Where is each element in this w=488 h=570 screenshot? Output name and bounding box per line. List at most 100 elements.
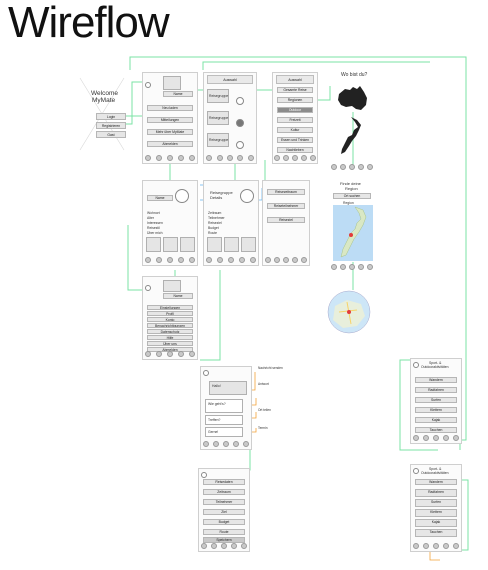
sport-item[interactable]: Kajak — [415, 417, 457, 423]
back-icon[interactable] — [145, 285, 151, 291]
sport2-item[interactable]: Wandern — [415, 479, 457, 485]
guest-button[interactable]: Gast — [96, 131, 126, 138]
sport2-title-line2: Outdooraktivitäten — [421, 471, 449, 475]
chat-bubble: Gerne! — [205, 427, 243, 437]
photo-placeholder — [207, 237, 222, 252]
back-icon[interactable] — [145, 82, 151, 88]
sport2-item[interactable]: Kajak — [415, 519, 457, 527]
profile-line: Über mich — [147, 231, 163, 235]
home-screen: Name Neu laden Mitteilungen Mehr über My… — [142, 72, 198, 164]
form-field[interactable]: Reisezeitraum — [267, 189, 305, 195]
category-item[interactable]: Regionen — [277, 97, 313, 103]
chat-note: Ort teilen — [258, 408, 271, 412]
form-item[interactable]: Ziel — [203, 509, 245, 515]
home-item[interactable]: Mehr über MyMate — [147, 129, 193, 135]
sport-item[interactable]: Surfen — [415, 397, 457, 403]
avatar — [236, 141, 244, 149]
login-button[interactable]: Login — [96, 113, 126, 120]
form-item[interactable]: Teilnehmer — [203, 499, 245, 505]
chat-screen: Hallo! Wie geht's? Treffen? Gerne! — [200, 366, 252, 450]
region-title-line2: Region — [345, 186, 358, 191]
chat-bubble: Hallo! — [209, 381, 247, 395]
settings-item[interactable]: Konto — [147, 317, 193, 322]
settings-item[interactable]: Datenschutz — [147, 329, 193, 334]
mail-icon[interactable] — [163, 280, 181, 292]
form-item[interactable]: Zeitraum — [203, 489, 245, 495]
sport2-item[interactable]: Tauchen — [415, 529, 457, 537]
group-card[interactable]: Reisegruppe — [207, 89, 229, 103]
sport2-title-line1: Sport- & — [429, 467, 442, 471]
round-map — [327, 290, 371, 334]
settings-item[interactable]: Über uns — [147, 341, 193, 346]
settings-item[interactable]: Einstellungen — [147, 305, 193, 310]
category-item[interactable]: Gesamte Reise — [277, 87, 313, 93]
sport-item[interactable]: Wandern — [415, 377, 457, 383]
back-icon[interactable] — [413, 468, 419, 474]
tab-bar — [330, 162, 374, 172]
group-form-screen: Reisezeitraum Reiseteilnehmer Reiseziel — [262, 180, 310, 266]
profile-line: Alter — [147, 216, 154, 220]
home-item[interactable]: Abmelden — [147, 141, 193, 147]
form-field[interactable]: Reiseteilnehmer — [267, 203, 305, 209]
save-button[interactable]: Speichern — [203, 537, 245, 543]
home-item[interactable]: Mitteilungen — [147, 117, 193, 123]
form-item[interactable]: Reisedaten — [203, 479, 245, 485]
mail-icon[interactable] — [163, 76, 181, 90]
region-label: Region — [343, 201, 354, 205]
category-item[interactable]: Kultur — [277, 127, 313, 133]
avatar — [236, 119, 244, 127]
auswahl-screen: Auswahl Reisegruppe Reisegruppe Reisegru… — [203, 72, 257, 164]
avatar — [236, 97, 244, 105]
map-title: Wo bist du? — [341, 72, 368, 78]
sport-item[interactable]: Radfahren — [415, 387, 457, 393]
home-header: Name — [163, 91, 193, 97]
settings-item[interactable]: Hilfe — [147, 335, 193, 340]
tab-bar — [330, 262, 374, 272]
sport-item[interactable]: Tauchen — [415, 427, 457, 433]
group-line: Zeitraum — [208, 211, 222, 215]
chat-note: Antwort — [258, 382, 269, 386]
category-item[interactable]: Freizeit — [277, 117, 313, 123]
category-item[interactable]: Essen und Trinken — [277, 137, 313, 143]
tab-bar — [263, 255, 309, 265]
settings-item[interactable]: Profil — [147, 311, 193, 316]
sport-screen: Sport- & Outdooraktivitäten Wandern Radf… — [410, 358, 462, 444]
group-card[interactable]: Reisegruppe — [207, 133, 229, 147]
register-button[interactable]: Registrieren — [96, 122, 126, 129]
tab-bar — [143, 153, 197, 163]
profile-line: Interessen — [147, 221, 163, 225]
sport-item[interactable]: Klettern — [415, 407, 457, 413]
profile-header: Name — [147, 195, 173, 201]
sport2-item[interactable]: Radfahren — [415, 489, 457, 497]
category-item[interactable]: Outdoor — [277, 107, 313, 113]
form-screen: Reisedaten Zeitraum Teilnehmer Ziel Budg… — [198, 468, 250, 552]
back-icon[interactable] — [201, 472, 207, 478]
profile-screen: Name Wohnort Alter Interessen Reisestil … — [142, 180, 198, 266]
welcome-title-line2: MyMate — [92, 97, 116, 104]
back-icon[interactable] — [413, 362, 419, 368]
sport2-item[interactable]: Surfen — [415, 499, 457, 507]
back-icon[interactable] — [203, 370, 209, 376]
chat-note: Nachricht senden — [258, 366, 283, 370]
region-map[interactable] — [333, 205, 373, 261]
category-item[interactable]: Nachtleben — [277, 147, 313, 153]
group-line: Teilnehmer — [208, 216, 225, 220]
form-item[interactable]: Budget — [203, 519, 245, 525]
photo-placeholder — [180, 237, 195, 252]
tab-bar — [411, 433, 461, 443]
settings-header: Name — [163, 293, 193, 299]
sport-detail-screen: Sport- & Outdooraktivitäten Wandern Radf… — [410, 464, 462, 552]
group-title-line1: Reisegruppe — [210, 190, 233, 195]
region-search-input[interactable]: Ort suchen — [333, 193, 371, 199]
chat-bubble: Wie geht's? — [205, 399, 243, 413]
settings-item[interactable]: Benachrichtigungen — [147, 323, 193, 328]
tab-bar — [204, 255, 258, 265]
group-card[interactable]: Reisegruppe — [207, 111, 229, 125]
sport-title-line1: Sport- & — [429, 361, 442, 365]
profile-line: Wohnort — [147, 211, 160, 215]
form-item[interactable]: Route — [203, 529, 245, 535]
home-item[interactable]: Neu laden — [147, 105, 193, 111]
sport2-item[interactable]: Klettern — [415, 509, 457, 517]
group-line: Route — [208, 231, 218, 235]
form-field[interactable]: Reiseziel — [267, 217, 305, 223]
